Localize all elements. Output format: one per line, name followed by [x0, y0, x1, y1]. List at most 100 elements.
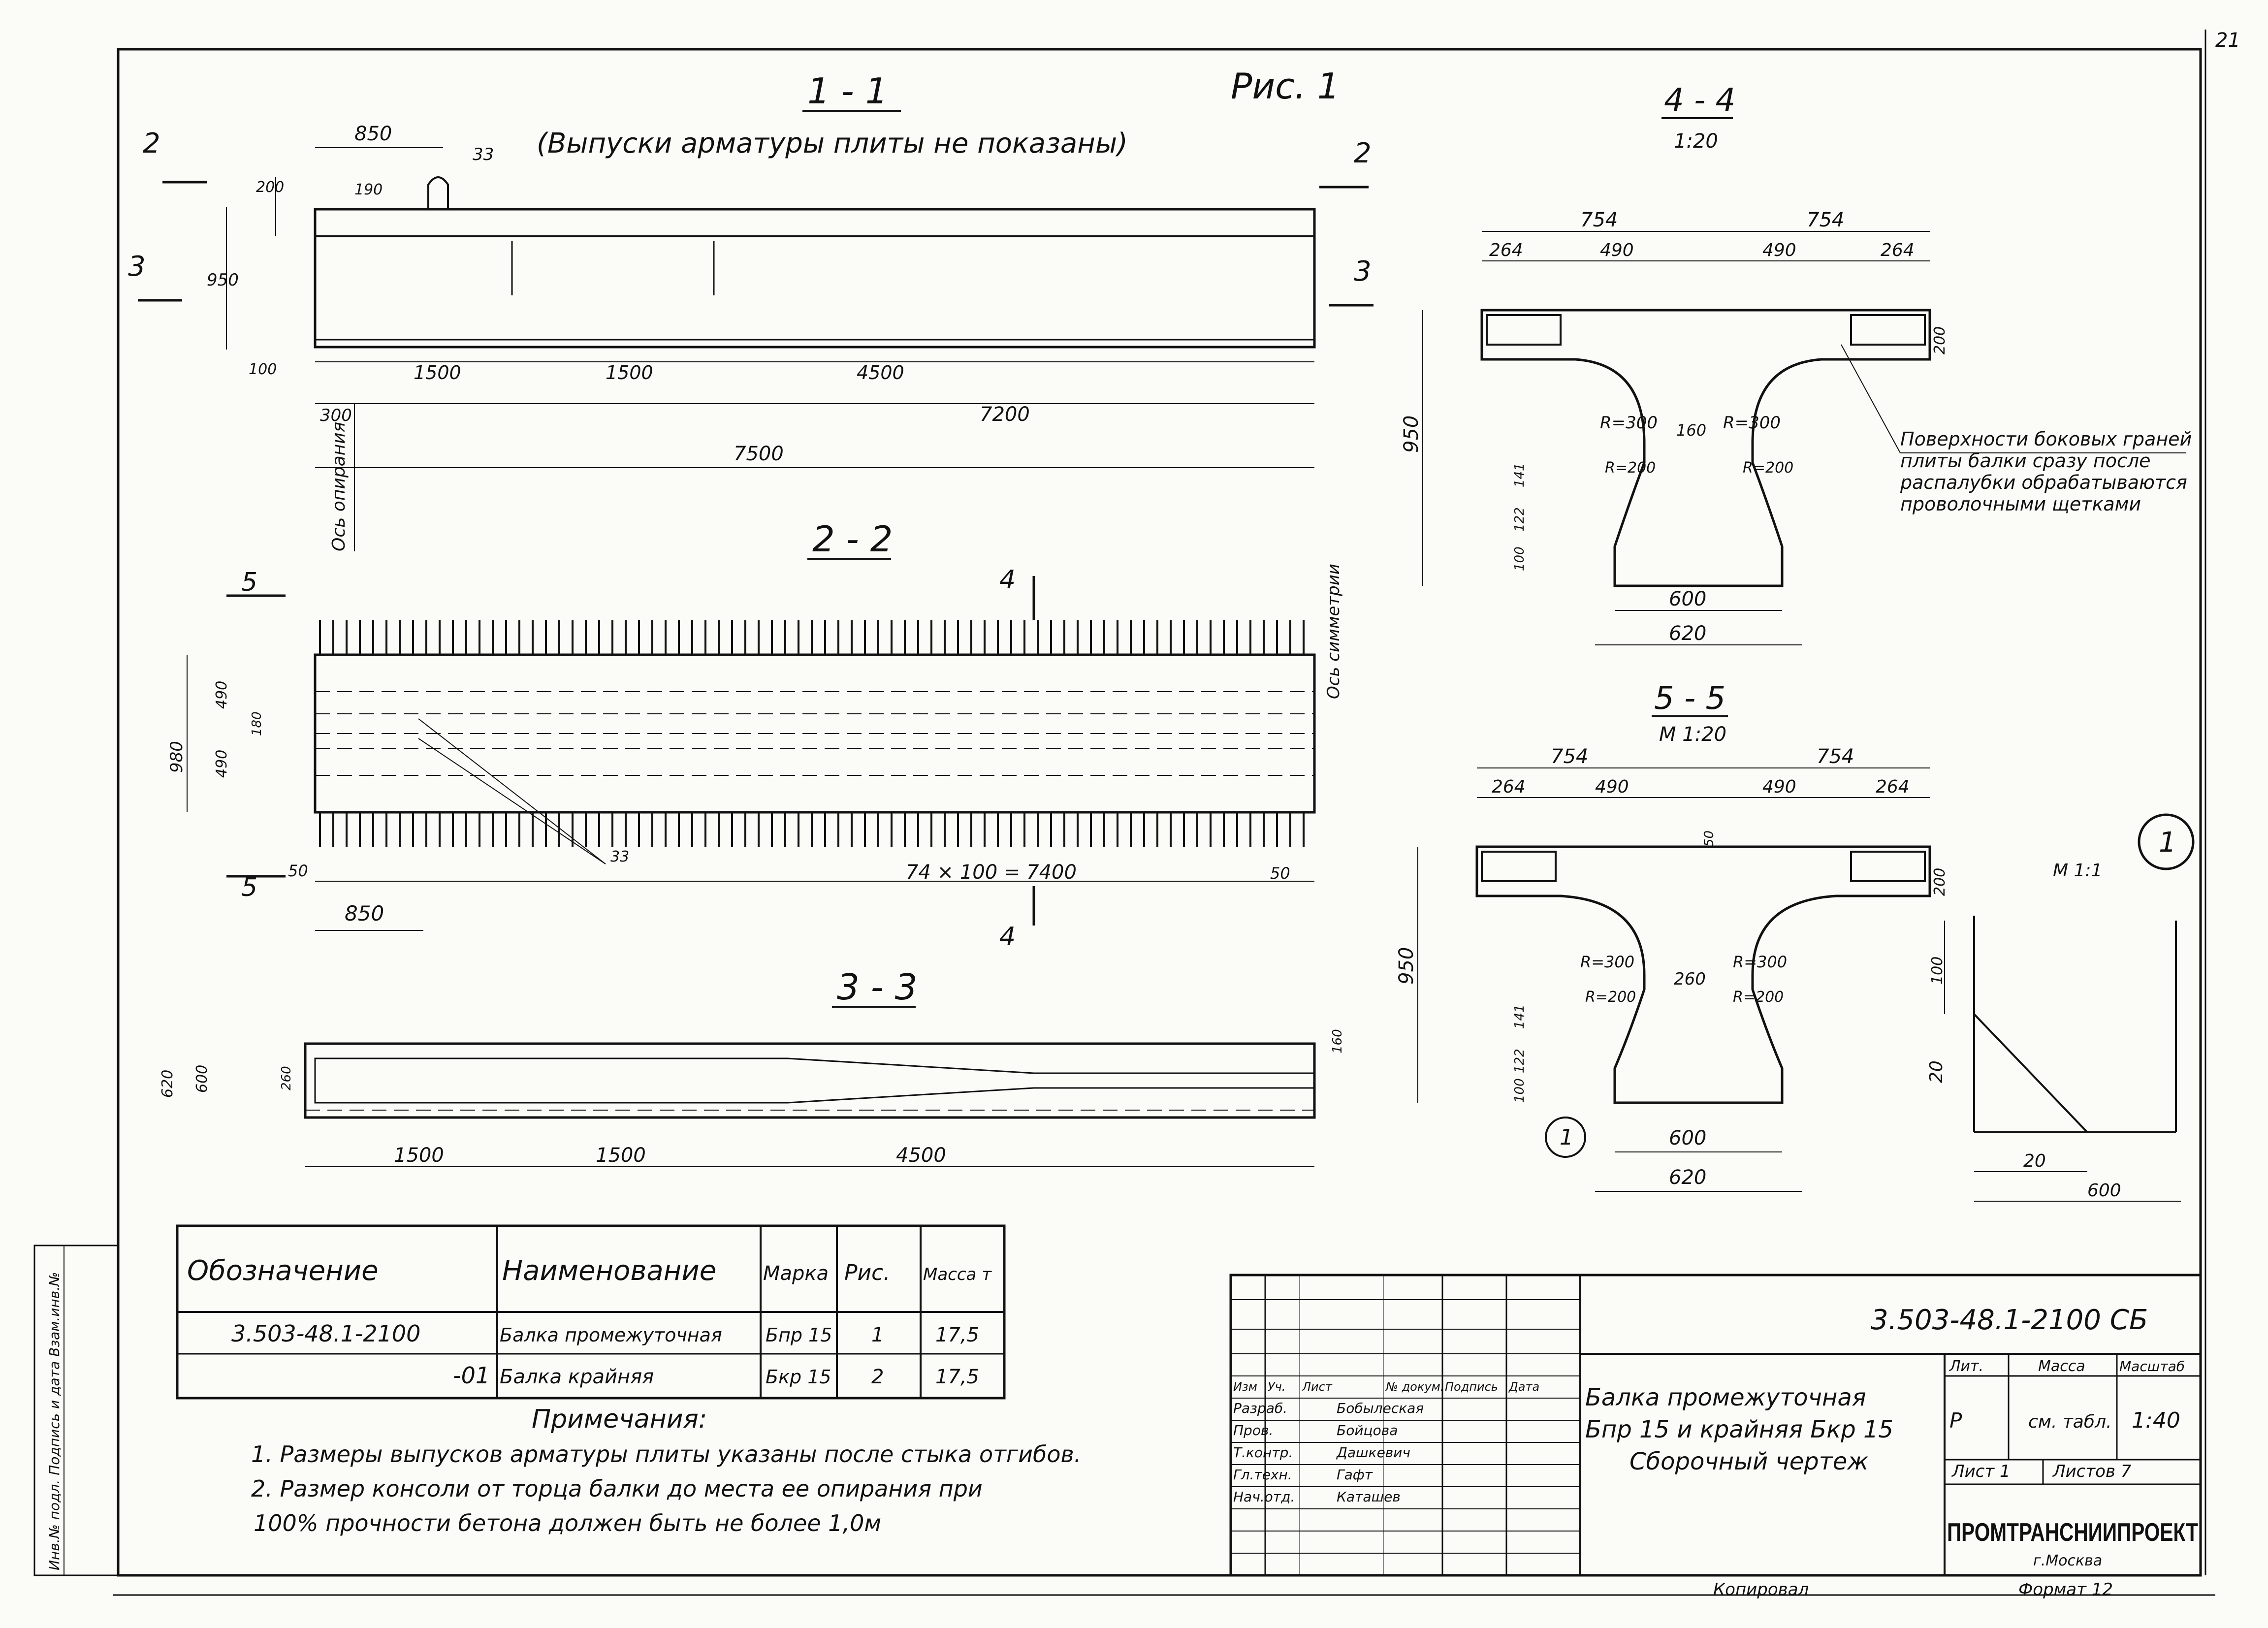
- dim-490: 490: [1595, 777, 1629, 797]
- tb-name-line: Балка промежуточная: [1585, 1384, 1866, 1411]
- dim-754: 754: [1580, 209, 1618, 231]
- th-fig: Рис.: [844, 1260, 890, 1285]
- dim-122: 122: [1512, 507, 1527, 532]
- td-designation: 3.503-48.1-2100: [231, 1320, 420, 1347]
- dim-122: 122: [1512, 1049, 1527, 1073]
- td-mass: 17,5: [935, 1324, 979, 1346]
- dim-r200: R=200: [1585, 989, 1636, 1006]
- detail-scale: М 1:1: [2053, 861, 2102, 881]
- dim-950: 950: [1395, 947, 1418, 985]
- dim-100: 100: [1512, 1078, 1527, 1103]
- td-mark: Бкр 15: [766, 1366, 831, 1388]
- tb-lit: Р: [1949, 1408, 1962, 1433]
- dim-300: 300: [320, 406, 352, 425]
- rebar-loop-section: [1481, 851, 1557, 882]
- dim-33: 33: [610, 848, 629, 865]
- support-axis-label: Ось опирания: [329, 422, 349, 551]
- dim-190: 190: [354, 181, 383, 198]
- section-4-4-scale: 1:20: [1674, 130, 1718, 153]
- dim-490: 490: [1600, 240, 1634, 260]
- spec-table: Обозначение Наименование Марка Рис. Масс…: [176, 1224, 1006, 1400]
- dim-850: 850: [354, 123, 392, 145]
- td-name: Балка промежуточная: [500, 1324, 722, 1346]
- detail-chamfer-geometry: [1973, 916, 2177, 1133]
- dim-20: 20: [1926, 1060, 1947, 1083]
- tb-scale: 1:40: [2132, 1408, 2180, 1433]
- tb-name: Бойцова: [1337, 1422, 1398, 1438]
- tb-format: Формат 12: [2018, 1580, 2113, 1599]
- section-5-5-title: 5 - 5: [1654, 680, 1725, 717]
- leader-line: [1841, 344, 1901, 453]
- tb-role: Пров.: [1233, 1422, 1273, 1438]
- dim-1500: 1500: [606, 362, 653, 383]
- tb-org-logo: ПРОМТРАНСНИИПРОЕКТ: [1947, 1518, 2198, 1547]
- section-4-4-title: 4 - 4: [1664, 82, 1735, 119]
- th-mark: Марка: [763, 1262, 829, 1285]
- dim-490: 490: [1762, 240, 1796, 260]
- cut-mark: 3: [128, 251, 146, 283]
- tb-col-header: Уч.: [1268, 1380, 1285, 1394]
- note-item: 1. Размеры выпусков арматуры плиты указа…: [251, 1441, 1081, 1468]
- tb-col-header: Лист: [1302, 1380, 1333, 1394]
- tb-mass: см. табл.: [2028, 1412, 2112, 1432]
- dim-754: 754: [1817, 745, 1854, 768]
- beam-elevation: [314, 208, 1316, 349]
- note-item: 100% прочности бетона должен быть не бол…: [254, 1510, 881, 1536]
- dim-600: 600: [193, 1065, 211, 1093]
- tb-copied: Копировал: [1713, 1580, 1809, 1599]
- dim-50: 50: [1270, 864, 1290, 883]
- dim-754: 754: [1551, 745, 1588, 768]
- dim-180: 180: [250, 711, 264, 736]
- figure-label: Рис. 1: [1231, 65, 1340, 107]
- rebar-loop-section: [1850, 314, 1926, 346]
- web-taper-hatch: [314, 1057, 1315, 1104]
- symmetry-axis-label: Ось симметрии: [1324, 564, 1343, 699]
- tb-col-header: Подпись: [1445, 1380, 1498, 1394]
- cut-mark: 4: [999, 922, 1016, 952]
- notes-title: Примечания:: [532, 1405, 707, 1434]
- tb-col-header: Изм: [1233, 1380, 1257, 1394]
- tb-col-header: № докум.: [1385, 1380, 1444, 1394]
- tb-name: Дашкевич: [1336, 1444, 1410, 1461]
- tb-mass-header: Масса: [2038, 1358, 2085, 1375]
- dim-1500: 1500: [414, 362, 461, 383]
- section-4-4: 4 - 4 1:20 754 754 264 490 490 264 200 9…: [1400, 82, 2192, 645]
- detail-callout-number: 1: [1560, 1125, 1573, 1150]
- dim-33: 33: [473, 145, 494, 164]
- tb-sheet: Лист 1: [1951, 1462, 2011, 1481]
- section-1-1: 1 - 1 (Выпуски арматуры плиты не показан…: [128, 70, 1374, 551]
- dim-r200: R=200: [1743, 459, 1793, 477]
- td-mass: 17,5: [935, 1366, 979, 1388]
- td-name: Балка крайняя: [500, 1366, 654, 1388]
- dim-200: 200: [1931, 868, 1949, 896]
- dim-r300: R=300: [1600, 413, 1658, 433]
- cut-mark: 2: [1354, 137, 1372, 169]
- section-2-2-title: 2 - 2: [812, 518, 893, 560]
- tb-name: Бобылеская: [1337, 1400, 1424, 1416]
- tb-code: 3.503-48.1-2100 СБ: [1871, 1304, 2148, 1336]
- cut-mark: 3: [1354, 255, 1372, 287]
- detail-1: 1 М 1:1 100 20 20 600: [1926, 813, 2195, 1202]
- dim-600: 600: [2087, 1181, 2121, 1201]
- dim-r200: R=200: [1605, 459, 1656, 477]
- corner-mark: 21: [2215, 29, 2240, 52]
- rebar-outlets: [319, 620, 1305, 847]
- tb-name-line: Сборочный чертеж: [1629, 1448, 1869, 1475]
- dim-1500: 1500: [596, 1144, 646, 1167]
- side-stamp-box: [33, 1245, 119, 1576]
- tb-role: Гл.техн.: [1233, 1467, 1292, 1483]
- cut-mark: 2: [143, 128, 160, 160]
- dim-754: 754: [1807, 209, 1844, 231]
- dim-620: 620: [159, 1070, 176, 1098]
- leader-line: [418, 738, 606, 864]
- tb-name: Гафт: [1337, 1467, 1373, 1483]
- leader-line: [418, 718, 606, 864]
- dim-4500: 4500: [857, 362, 904, 383]
- section-3-3: 3 - 3 620 600 260 160 1500 1500 4500: [159, 966, 1345, 1167]
- section-5-5-scale: М 1:20: [1659, 723, 1726, 746]
- detail-callout-circle: [1545, 1117, 1586, 1158]
- dim-1500: 1500: [394, 1144, 444, 1167]
- dim-200: 200: [256, 179, 284, 196]
